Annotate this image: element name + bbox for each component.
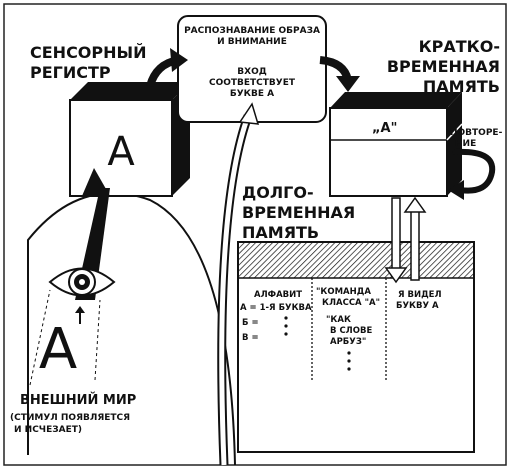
rehearsal-label-line1: ПОВТОРЕ- [450, 128, 503, 138]
external-world-label: ВНЕШНИЙ МИР [20, 392, 136, 408]
ltm-col1-row2: А = 1-Я БУКВА [240, 303, 312, 313]
arrow-stm-to-ltm [384, 197, 408, 284]
short-term-label-line3: ПАМЯТЬ [423, 77, 500, 96]
long-term-memory-box [237, 241, 475, 453]
outer-frame [3, 3, 507, 466]
arrowhead-recognition-to-stm [336, 76, 360, 92]
ltm-col2-row2: КЛАССА "А" [322, 298, 380, 308]
world-boundary-curve [27, 192, 236, 466]
rehearsal-loop-arrow [452, 148, 496, 194]
rehearsal-arrowhead [448, 180, 464, 200]
long-term-label-line1: ДОЛГО- [242, 183, 314, 202]
arrow-ltm-to-recognition-inner [219, 115, 251, 466]
arrow-ltm-to-stm [403, 196, 427, 281]
projection-line-left [29, 289, 51, 386]
short-term-label-line1: КРАТКО- [419, 37, 500, 56]
ltm-col2-ellipsis [347, 351, 351, 371]
arrowhead-sensory-to-recognition [170, 48, 188, 72]
eye-icon [48, 267, 116, 297]
external-world-note-line2: И ИСЧЕЗАЕТ) [14, 425, 82, 435]
short-term-content: „А" [372, 121, 397, 136]
ltm-col2-row1: "КОМАНДА [316, 287, 371, 297]
ltm-col2-row4: В СЛОВЕ [330, 326, 372, 336]
ltm-col2-row5: АРБУЗ" [330, 337, 366, 347]
recognition-title-line1: РАСПОЗНАВАНИЕ ОБРАЗА [184, 26, 320, 36]
recognition-text-line3: БУКВЕ А [230, 89, 274, 99]
recognition-text-line2: СООТВЕТСТВУЕТ [209, 78, 296, 88]
small-up-arrowhead [75, 306, 85, 313]
recognition-text-line1: ВХОД [237, 67, 266, 77]
ltm-col1-ellipsis [284, 316, 288, 336]
sensory-register-box [69, 82, 190, 197]
recognition-title-line2: И ВНИМАНИЕ [217, 37, 287, 47]
short-term-label-line2: ВРЕМЕННАЯ [387, 57, 500, 76]
sensory-letter: A [107, 129, 135, 175]
beam-arrowhead [82, 168, 110, 196]
long-term-label-line2: ВРЕМЕННАЯ [242, 203, 355, 222]
rehearsal-label-line2: НИЕ [455, 139, 476, 149]
ltm-col1-row3: Б = [242, 318, 259, 328]
ltm-col3-row1: Я ВИДЕЛ [398, 290, 442, 300]
sensory-register-label-line2: РЕГИСТР [30, 63, 111, 82]
ltm-col1-row1: АЛФАВИТ [254, 290, 302, 300]
ltm-col1-row4: В = [242, 333, 259, 343]
ltm-col2-row3: "КАК [326, 315, 351, 325]
arrowhead-ltm-to-recognition [238, 102, 260, 125]
sensory-register-label-line1: СЕНСОРНЫЙ [30, 43, 147, 62]
ltm-col3-row2: БУКВУ А [396, 301, 439, 311]
external-letter: А [39, 317, 77, 382]
external-world-note-line1: (СТИМУЛ ПОЯВЛЯЕТСЯ [10, 413, 130, 423]
long-term-label-line3: ПАМЯТЬ [242, 223, 319, 242]
short-term-memory-box [329, 92, 463, 197]
projection-line-right [94, 299, 101, 381]
